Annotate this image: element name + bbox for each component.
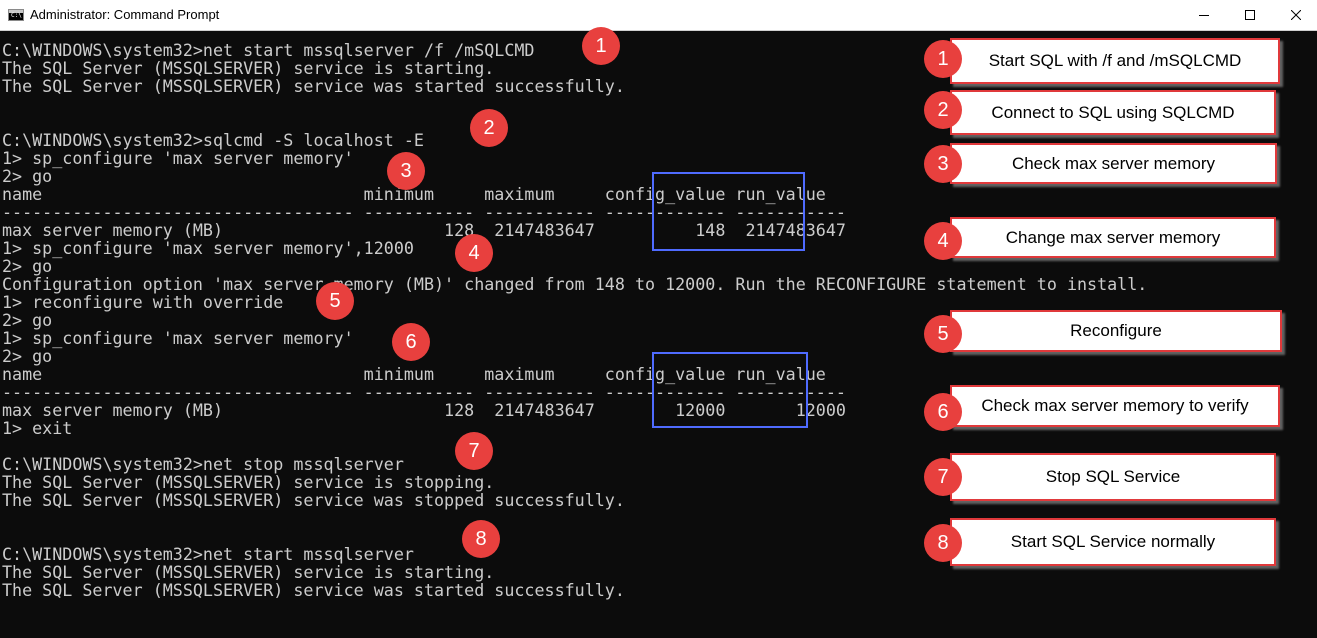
- step-marker: 4: [455, 234, 493, 272]
- console-line: The SQL Server (MSSQLSERVER) service is …: [2, 472, 495, 492]
- console-line: 2> go: [2, 310, 53, 330]
- config-value-highlight: [652, 352, 808, 428]
- step-marker: 2: [470, 109, 508, 147]
- callout-marker: 4: [924, 222, 962, 260]
- callout-marker: 2: [924, 91, 962, 129]
- minimize-button[interactable]: [1181, 0, 1227, 30]
- step-marker: 1: [582, 27, 620, 65]
- console-line: C:\WINDOWS\system32>net start mssqlserve…: [2, 544, 414, 564]
- console-line: 1> sp_configure 'max server memory': [2, 328, 354, 348]
- console-line: C:\WINDOWS\system32>sqlcmd -S localhost …: [2, 130, 424, 150]
- close-icon: [1291, 10, 1301, 20]
- step-marker: 3: [387, 152, 425, 190]
- callout-step-1: Start SQL with /f and /mSQLCMD: [950, 38, 1280, 84]
- callout-step-4: Change max server memory: [950, 217, 1276, 258]
- console-line: name minimum maximum config_value run_va…: [2, 364, 826, 384]
- callout-step-5: Reconfigure: [950, 310, 1282, 352]
- console-line: 1> reconfigure with override: [2, 292, 284, 312]
- window-title: Administrator: Command Prompt: [30, 7, 220, 22]
- console-line: The SQL Server (MSSQLSERVER) service is …: [2, 58, 495, 78]
- minimize-icon: [1199, 15, 1209, 16]
- step-marker: 7: [455, 432, 493, 470]
- step-marker: 8: [462, 520, 500, 558]
- console-line: C:\WINDOWS\system32>net start mssqlserve…: [2, 40, 535, 60]
- callout-marker: 1: [924, 40, 962, 78]
- console-line: max server memory (MB) 128 2147483647 12…: [2, 400, 846, 420]
- callout-marker: 7: [924, 458, 962, 496]
- console-line: Configuration option 'max server memory …: [2, 274, 1148, 294]
- maximize-button[interactable]: [1227, 0, 1273, 30]
- callout-step-3: Check max server memory: [950, 143, 1277, 184]
- console-line: 1> sp_configure 'max server memory': [2, 148, 354, 168]
- callout-step-8: Start SQL Service normally: [950, 518, 1276, 566]
- console-line: The SQL Server (MSSQLSERVER) service was…: [2, 580, 625, 600]
- console-line: 2> go: [2, 346, 53, 366]
- cmd-icon: C:\: [8, 9, 24, 21]
- maximize-icon: [1245, 10, 1255, 20]
- console-line: 2> go: [2, 166, 53, 186]
- callout-marker: 3: [924, 145, 962, 183]
- console-line: C:\WINDOWS\system32>net stop mssqlserver: [2, 454, 404, 474]
- console-line: ----------------------------------- ----…: [2, 382, 846, 402]
- cmd-icon-bar: [9, 10, 23, 13]
- console-line: ----------------------------------- ----…: [2, 202, 846, 222]
- console-line: The SQL Server (MSSQLSERVER) service was…: [2, 490, 625, 510]
- console-line: The SQL Server (MSSQLSERVER) service is …: [2, 562, 495, 582]
- callout-marker: 5: [924, 315, 962, 353]
- callout-marker: 6: [924, 393, 962, 431]
- close-button[interactable]: [1273, 0, 1317, 30]
- cmd-icon-text: C:\: [11, 12, 22, 19]
- config-value-highlight: [652, 172, 805, 251]
- console-line: 1> sp_configure 'max server memory',1200…: [2, 238, 414, 258]
- callout-step-2: Connect to SQL using SQLCMD: [950, 90, 1276, 135]
- step-marker: 6: [392, 323, 430, 361]
- console-line: 1> exit: [2, 418, 73, 438]
- callout-marker: 8: [924, 524, 962, 562]
- console-line: 2> go: [2, 256, 53, 276]
- step-marker: 5: [316, 282, 354, 320]
- console-line: The SQL Server (MSSQLSERVER) service was…: [2, 76, 625, 96]
- callout-step-7: Stop SQL Service: [950, 453, 1276, 501]
- title-bar: C:\ Administrator: Command Prompt: [0, 0, 1317, 31]
- callout-step-6: Check max server memory to verify: [950, 385, 1280, 427]
- console-line: max server memory (MB) 128 2147483647 14…: [2, 220, 846, 240]
